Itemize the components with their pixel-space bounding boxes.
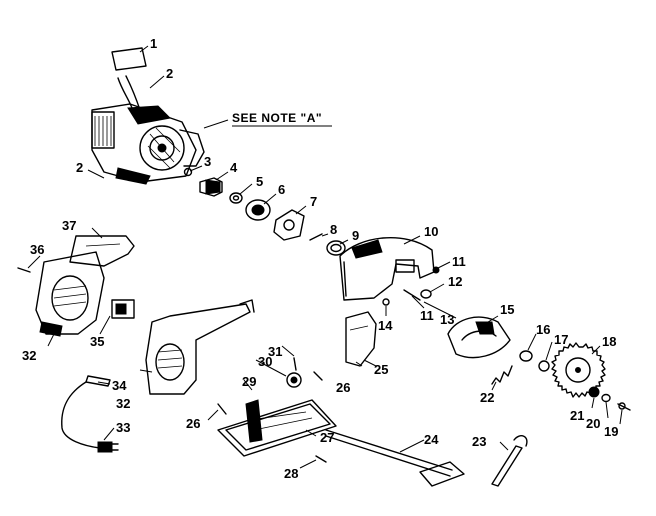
callout-17: 17 bbox=[554, 332, 568, 347]
part-36-screw bbox=[17, 267, 31, 273]
part-17-flange bbox=[538, 360, 550, 372]
callout-11: 11 bbox=[420, 308, 434, 323]
part-26-screw-2 bbox=[217, 403, 227, 415]
callout-13: 13 bbox=[440, 312, 454, 327]
callout-32: 32 bbox=[22, 348, 36, 363]
callout-21: 21 bbox=[570, 408, 584, 423]
part-13-bolt bbox=[403, 289, 421, 301]
part-3-washer bbox=[183, 167, 193, 177]
part-33-power-cord bbox=[61, 381, 119, 453]
callout-numbers: 1 2 2 3 4 5 6 7 8 9 10 11 12 11 13 14 15… bbox=[22, 36, 618, 481]
callout-19: 19 bbox=[604, 424, 618, 439]
callout-10: 10 bbox=[424, 224, 438, 239]
part-27-base-plate bbox=[217, 399, 337, 457]
callout-2: 2 bbox=[76, 160, 83, 175]
callout-1: 1 bbox=[150, 36, 157, 51]
part-19-arbor-bolt bbox=[617, 402, 631, 411]
callout-11: 11 bbox=[452, 254, 466, 269]
callout-29: 29 bbox=[242, 374, 256, 389]
part-18-saw-blade bbox=[551, 342, 606, 398]
part-24-rip-fence bbox=[325, 429, 465, 487]
callout-9: 9 bbox=[352, 228, 359, 243]
callout-33: 33 bbox=[116, 420, 130, 435]
callout-36: 36 bbox=[30, 242, 44, 257]
callout-7: 7 bbox=[310, 194, 317, 209]
callout-35: 35 bbox=[90, 334, 104, 349]
callout-5: 5 bbox=[256, 174, 263, 189]
callout-26: 26 bbox=[186, 416, 200, 431]
part-8-screw bbox=[309, 233, 323, 241]
callout-37: 37 bbox=[62, 218, 76, 233]
callout-3: 3 bbox=[204, 154, 211, 169]
callout-27: 27 bbox=[320, 430, 334, 445]
part-32-handle-left bbox=[35, 251, 105, 337]
callout-6: 6 bbox=[278, 182, 285, 197]
callout-31: 31 bbox=[268, 344, 282, 359]
part-14-nut bbox=[382, 298, 390, 306]
part-35-switch bbox=[111, 299, 135, 319]
part-5-spacer bbox=[229, 192, 243, 204]
part-12-bushing bbox=[420, 289, 432, 299]
part-26-screw bbox=[313, 371, 323, 381]
part-28-screw bbox=[315, 455, 327, 463]
part-31-pin bbox=[293, 357, 297, 371]
part-25-bracket bbox=[345, 311, 377, 367]
callout-12: 12 bbox=[448, 274, 462, 289]
part-20-washer bbox=[601, 393, 611, 403]
part-23-wrench bbox=[491, 435, 528, 487]
part-4-gear-shaft bbox=[199, 177, 223, 197]
callout-30: 30 bbox=[258, 354, 272, 369]
see-note-callout: SEE NOTE "A" bbox=[232, 111, 332, 127]
callout-32: 32 bbox=[116, 396, 130, 411]
callout-2: 2 bbox=[166, 66, 173, 81]
motor-housing bbox=[91, 75, 205, 185]
callout-18: 18 bbox=[602, 334, 616, 349]
callout-28: 28 bbox=[284, 466, 298, 481]
part-37-handle-top bbox=[69, 235, 135, 267]
callout-14: 14 bbox=[378, 318, 393, 333]
part-10-upper-guard bbox=[339, 237, 435, 301]
see-note-text: SEE NOTE "A" bbox=[232, 111, 322, 125]
callout-4: 4 bbox=[230, 160, 238, 175]
callout-20: 20 bbox=[586, 416, 600, 431]
callout-22: 22 bbox=[480, 390, 494, 405]
part-22-spring bbox=[491, 365, 513, 385]
part-1-label-plate bbox=[111, 47, 147, 71]
part-6-bearing bbox=[245, 199, 271, 221]
callout-24: 24 bbox=[424, 432, 439, 447]
part-21-clamp-washer bbox=[588, 386, 600, 398]
part-7-retainer-plate bbox=[273, 209, 305, 241]
part-32-handle-right bbox=[145, 299, 255, 395]
callout-8: 8 bbox=[330, 222, 337, 237]
part-34-strain-relief bbox=[85, 375, 111, 387]
leader-lines bbox=[27, 45, 623, 469]
part-16-washer bbox=[519, 350, 533, 362]
callout-26: 26 bbox=[336, 380, 350, 395]
callout-25: 25 bbox=[374, 362, 388, 377]
part-29-depth-bracket bbox=[245, 399, 263, 443]
part-9-ring bbox=[326, 240, 346, 256]
callout-34: 34 bbox=[112, 378, 127, 393]
callout-15: 15 bbox=[500, 302, 514, 317]
part-11-screw bbox=[432, 266, 440, 274]
callout-23: 23 bbox=[472, 434, 486, 449]
part-15-lower-guard bbox=[447, 316, 511, 359]
callout-16: 16 bbox=[536, 322, 550, 337]
part-30-bevel-knob bbox=[286, 372, 302, 388]
